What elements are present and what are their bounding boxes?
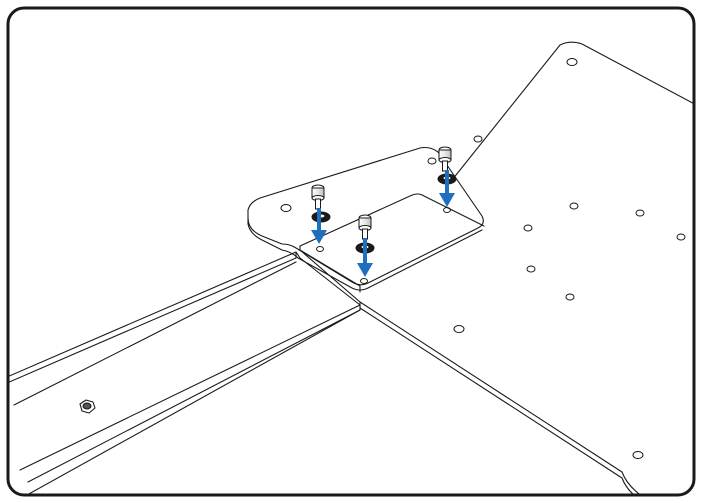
screw-icon: [311, 184, 325, 210]
bracket-plate-holes: [280, 204, 451, 284]
nut-icon: [79, 399, 96, 414]
screw-icon: [438, 146, 452, 172]
arrow-down-icon: [311, 208, 327, 244]
frame-border: [6, 6, 696, 497]
arrow-down-icon: [357, 238, 373, 277]
large-plate: [299, 41, 694, 495]
screw-icon: [358, 214, 372, 240]
screw-assembly-middle: [355, 214, 375, 277]
screw-assembly-right: [437, 146, 457, 207]
screw-assembly-left: [311, 184, 331, 244]
long-bar: [8, 251, 361, 495]
arrow-down-icon: [439, 170, 455, 207]
large-plate-holes: [427, 58, 686, 459]
